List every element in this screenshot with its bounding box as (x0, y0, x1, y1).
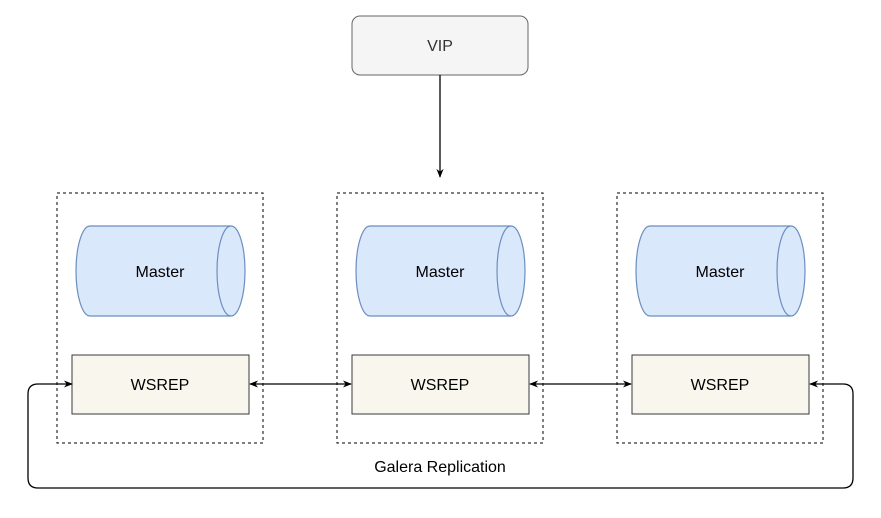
master-database: Master (635, 225, 806, 317)
wsrep-label: WSREP (131, 377, 190, 394)
node-3: Master WSREP (616, 192, 824, 444)
vip-node: VIP (351, 15, 529, 76)
master-label: Master (136, 264, 186, 281)
wsrep-box: WSREP (71, 354, 250, 415)
node-2: Master WSREP (336, 192, 544, 444)
node-container (56, 192, 264, 444)
wsrep-box: WSREP (351, 354, 530, 415)
master-label: Master (416, 264, 466, 281)
master-database: Master (75, 225, 246, 317)
wsrep-label: WSREP (411, 377, 470, 394)
node-container (616, 192, 824, 444)
master-label: Master (696, 264, 746, 281)
node-1: Master WSREP (56, 192, 264, 444)
vip-label: VIP (427, 38, 453, 55)
master-database: Master (355, 225, 526, 317)
wsrep-box: WSREP (631, 354, 810, 415)
wsrep-label: WSREP (691, 377, 750, 394)
node-container (336, 192, 544, 444)
replication-loop (27, 380, 854, 489)
replication-label: Galera Replication (374, 459, 506, 476)
